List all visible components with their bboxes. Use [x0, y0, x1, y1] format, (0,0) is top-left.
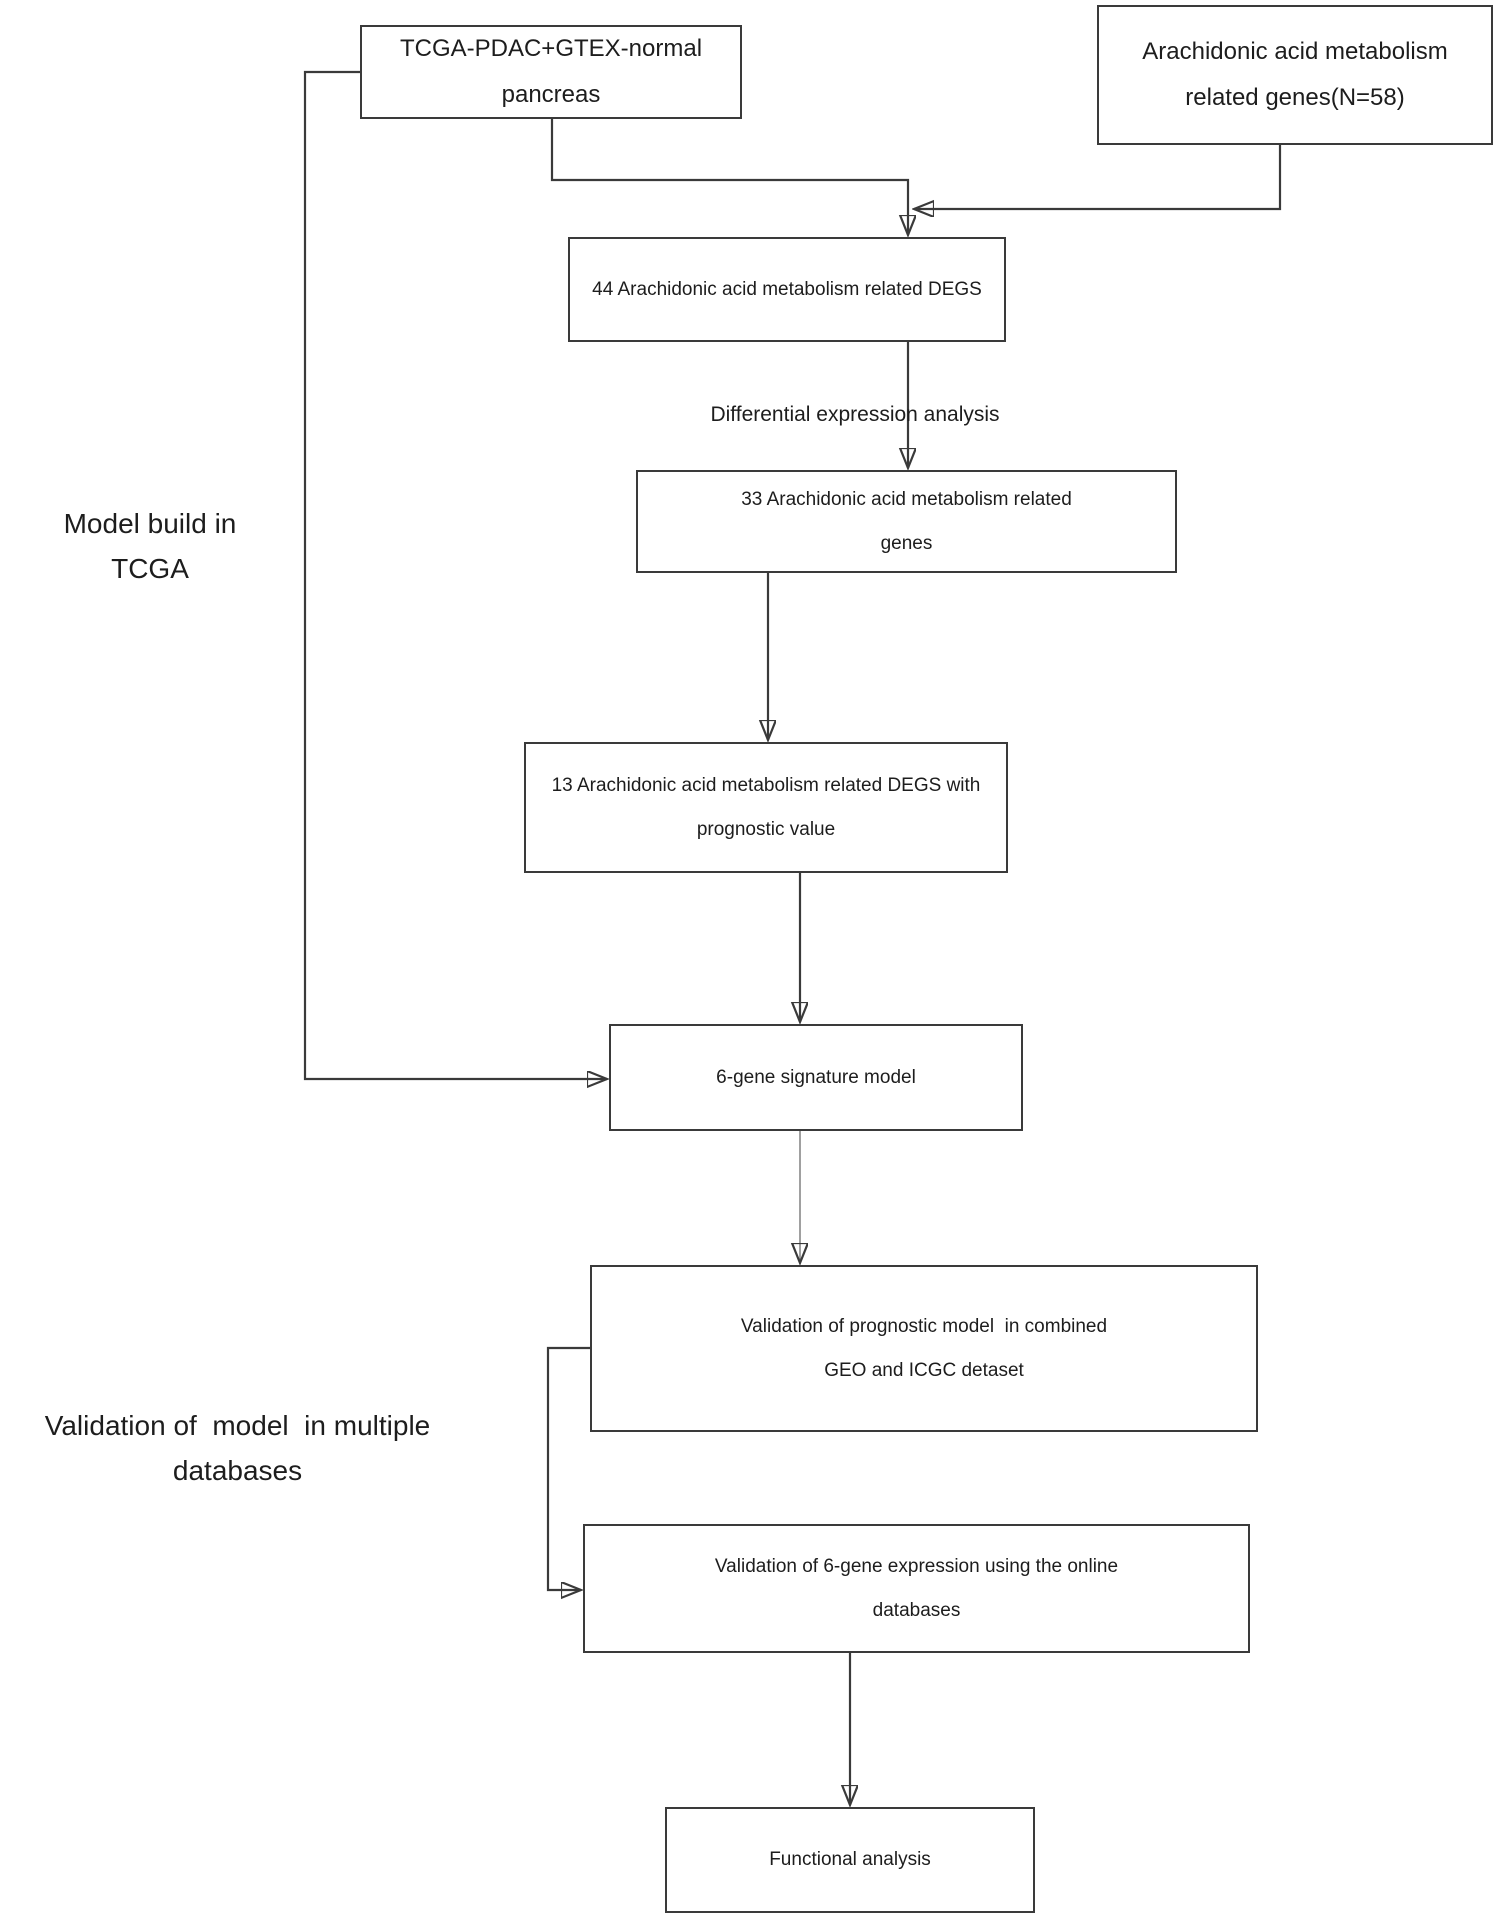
flow-box-tcga-gtex: TCGA-PDAC+GTEX-normal pancreas — [360, 25, 742, 119]
flow-box-genes-33: 33 Arachidonic acid metabolism related g… — [636, 470, 1177, 573]
edge-label-differential-expression: Differential expression analysis — [710, 403, 1000, 426]
flow-box-functional-analysis: Functional analysis — [665, 1807, 1035, 1913]
flow-box-aa-genes-58: Arachidonic acid metabolism related gene… — [1097, 5, 1493, 145]
stage-label-line: Validation of model in multiple — [44, 1410, 431, 1441]
box-text-line: 13 Arachidonic acid metabolism related D… — [551, 774, 981, 796]
box-text-line: related genes(N=58) — [1185, 84, 1405, 111]
box-text-line: Arachidonic acid metabolism — [1142, 38, 1448, 65]
flow-box-validation-online-db: Validation of 6-gene expression using th… — [583, 1524, 1250, 1653]
box-text-line: 44 Arachidonic acid metabolism related D… — [592, 278, 982, 300]
flow-box-6-gene-model: 6-gene signature model — [609, 1024, 1023, 1131]
flow-box-degs-13-prognostic: 13 Arachidonic acid metabolism related D… — [524, 742, 1008, 873]
box-text-line: databases — [872, 1599, 961, 1621]
edge-genes58-to-junction — [914, 145, 1282, 209]
stage-label-line: databases — [172, 1455, 303, 1486]
stage-label-line: Model build in — [63, 508, 237, 539]
stage-label-validation: Validation of model in multiple database… — [5, 1403, 470, 1493]
flow-box-validation-geo-icgc: Validation of prognostic model in combin… — [590, 1265, 1258, 1432]
box-text-line: Validation of prognostic model in combin… — [740, 1315, 1108, 1337]
edge-tcga-to-degs44 — [550, 119, 908, 235]
edge-tcga-to-model6 — [303, 70, 607, 1079]
box-text-line: genes — [880, 532, 933, 554]
stage-label-line: TCGA — [111, 553, 189, 584]
box-text-line: GEO and ICGC detaset — [824, 1359, 1024, 1381]
box-text-line: TCGA-PDAC+GTEX-normal — [399, 35, 703, 62]
box-text-line: 33 Arachidonic acid metabolism related — [741, 488, 1072, 510]
edge-val-combined-to-val-online — [546, 1346, 590, 1590]
box-text-line: pancreas — [501, 81, 601, 108]
flow-box-degs-44: 44 Arachidonic acid metabolism related D… — [568, 237, 1006, 342]
box-text-line: Validation of 6-gene expression using th… — [714, 1555, 1119, 1577]
box-text-line: 6-gene signature model — [716, 1066, 916, 1088]
stage-label-model-build: Model build in TCGA — [25, 501, 275, 591]
box-text-line: prognostic value — [696, 818, 836, 840]
box-text-line: Functional analysis — [769, 1849, 931, 1870]
